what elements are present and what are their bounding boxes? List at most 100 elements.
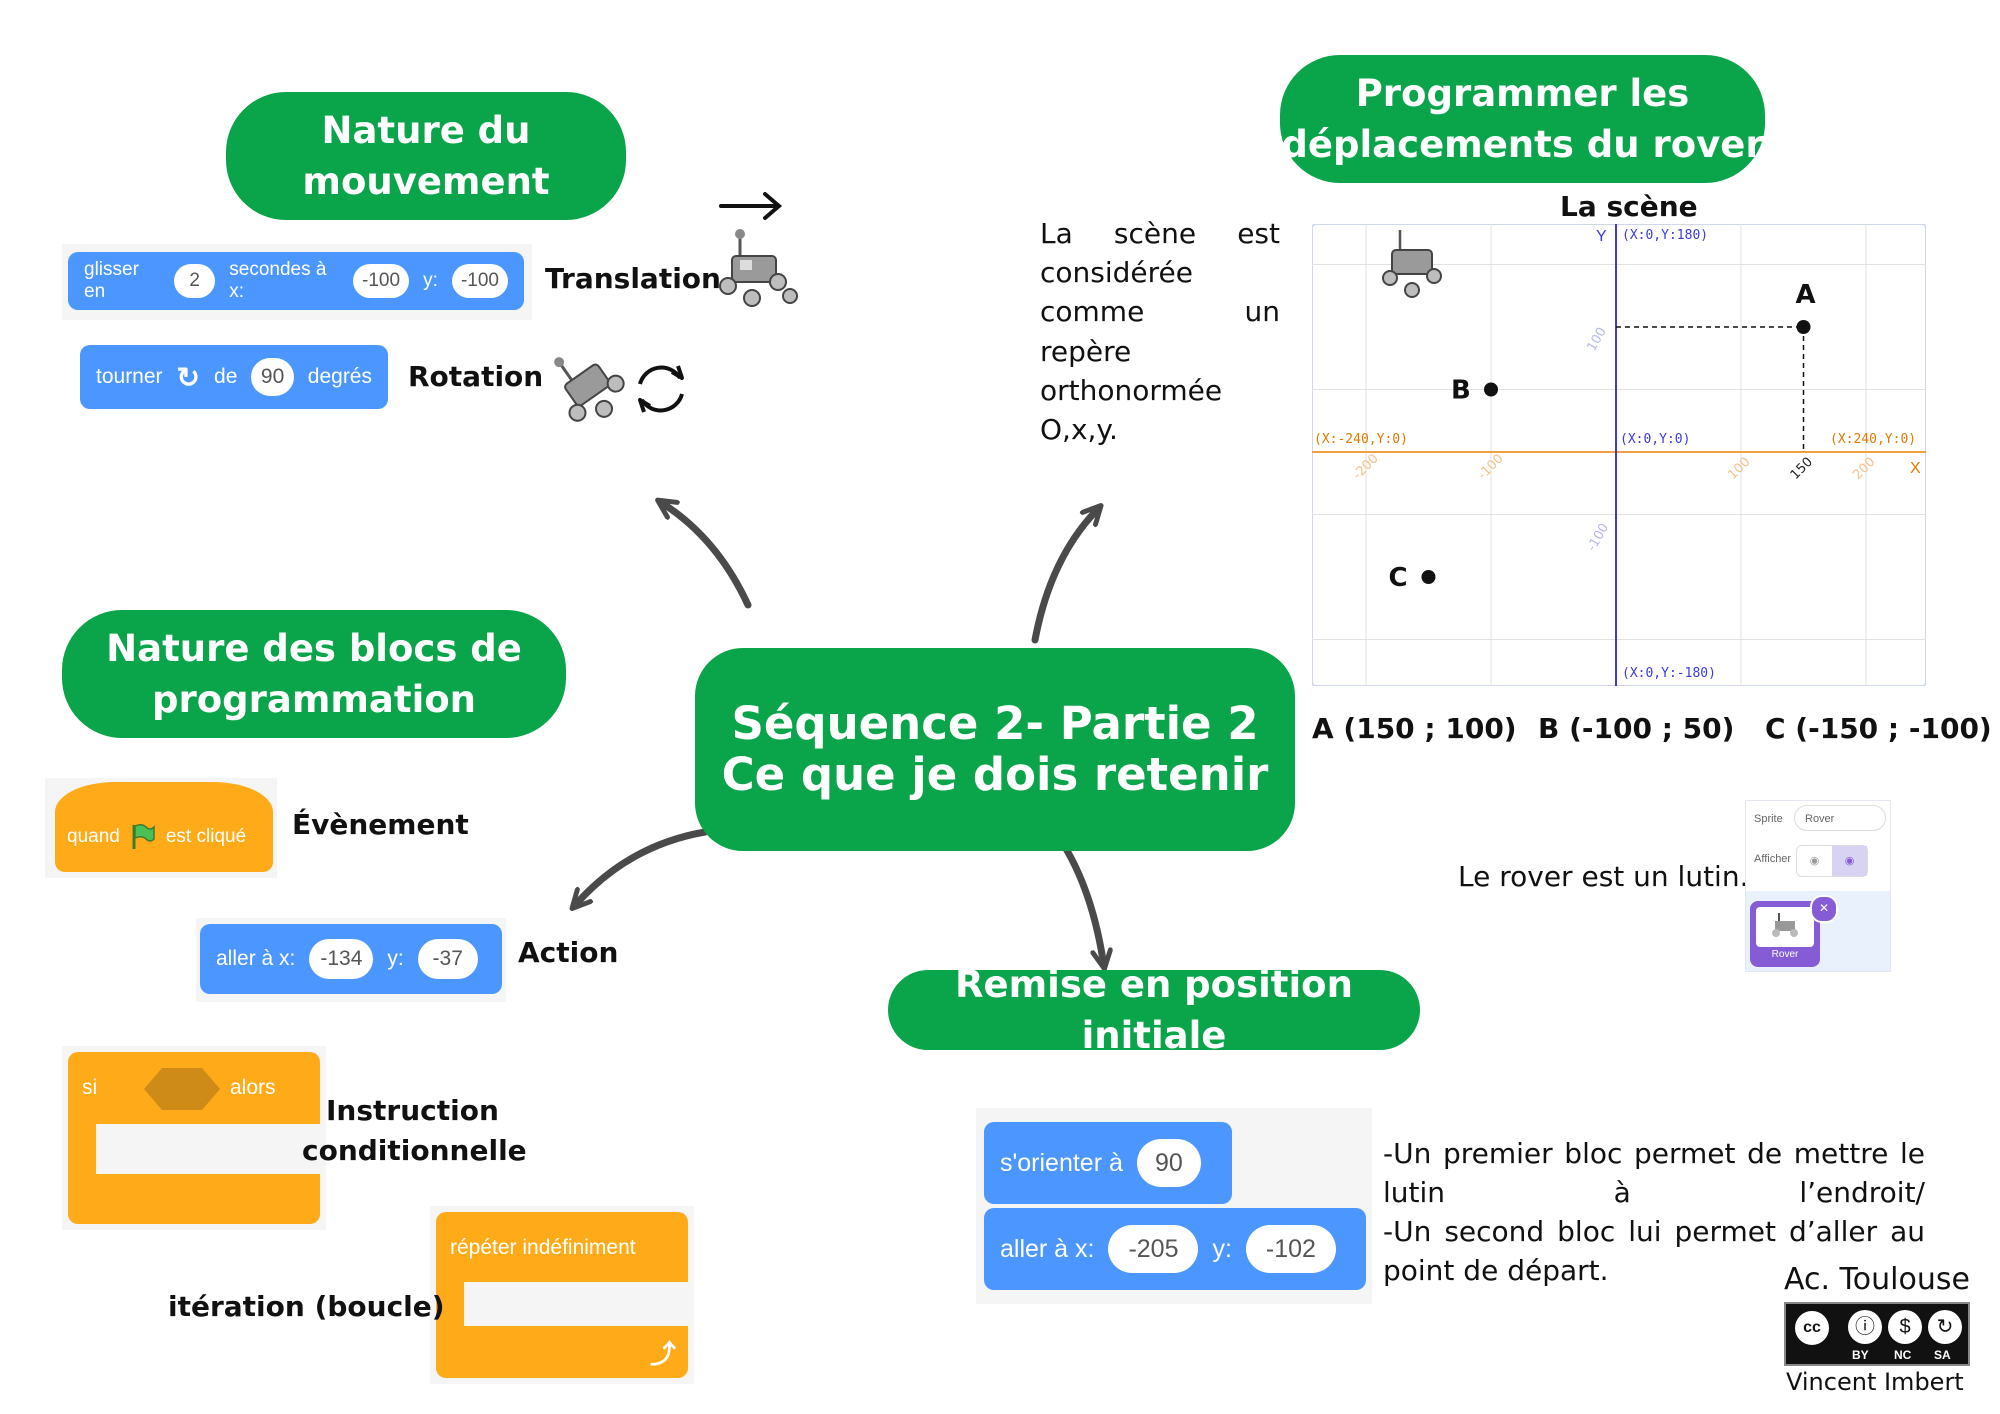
programmer-title: Programmer les déplacements du rover	[1280, 55, 1765, 183]
origin-label: (X:0,Y:0)	[1620, 432, 1691, 447]
goto-y-input[interactable]: -37	[417, 939, 478, 979]
if-block-bottom	[68, 1174, 320, 1224]
sprite-label: Sprite	[1754, 813, 1783, 825]
glide-prefix: glisser en	[84, 259, 139, 302]
institution-credit: Ac. Toulouse	[1784, 1262, 1970, 1297]
remise-goto-y-input[interactable]: -102	[1245, 1225, 1336, 1273]
nc-icon: $	[1888, 1310, 1922, 1344]
repeat-block-top	[436, 1212, 688, 1282]
eye-icon[interactable]: ◉	[1809, 855, 1820, 867]
turn-suffix: degrés	[307, 365, 372, 388]
turn-middle: de	[214, 365, 238, 388]
rotation-label: Rotation	[408, 360, 544, 393]
point-label-c: C	[1389, 563, 1408, 593]
nature-mouvement-line1: Nature du	[321, 108, 531, 152]
loop-arrow-icon: ⤴	[650, 1339, 677, 1369]
programmer-line2: déplacements du rover	[1281, 123, 1764, 166]
event-block[interactable]: quand est cliqué	[55, 782, 273, 872]
right-arrow-icon	[719, 192, 783, 220]
scene-description: La scène est considérée comme un repère …	[1040, 217, 1280, 446]
glide-secs-input[interactable]: 2	[174, 264, 216, 298]
remise-goto-y-label: y:	[1212, 1234, 1232, 1263]
remise-title: Remise en position initiale	[888, 963, 1420, 1057]
turn-block[interactable]: tourner ↻ de 90 degrés	[80, 345, 388, 409]
stage-background	[1312, 224, 1926, 686]
rotate-cycle-icon	[638, 365, 684, 413]
turn-deg-input[interactable]: 90	[251, 358, 294, 396]
goto-block[interactable]: aller à x: -134 y: -37	[200, 924, 502, 994]
if-label-line2: conditionnelle	[302, 1134, 527, 1167]
x-axis-name: X	[1910, 460, 1921, 477]
sprite-name-input[interactable]: Rover	[1794, 805, 1886, 831]
orient-input[interactable]: 90	[1136, 1139, 1201, 1187]
glide-block[interactable]: glisser en 2 secondes à x: -100 y: -100	[68, 252, 524, 310]
repeat-block-arm	[436, 1282, 464, 1326]
condition-slot[interactable]	[142, 1066, 222, 1112]
cc-icon: cc	[1792, 1308, 1832, 1348]
action-label: Action	[518, 936, 619, 969]
sa-icon: ↻	[1928, 1310, 1962, 1344]
arrow-to-mouvement	[665, 505, 752, 609]
glide-middle: secondes à x:	[229, 259, 327, 302]
arrow-to-remise	[1051, 828, 1103, 960]
nature-mouvement-line2: mouvement	[302, 160, 550, 203]
title-line1: Séquence 2- Partie 2	[731, 697, 1259, 751]
repeat-block-bottom	[436, 1326, 688, 1378]
author-credit: Vincent Imbert	[1786, 1368, 1964, 1396]
goto-prefix: aller à x:	[216, 947, 296, 970]
coord-c: C (-150 ; -100)	[1765, 712, 1992, 745]
y-axis-top-label: (X:0,Y:180)	[1622, 228, 1709, 243]
sprite-panel: Sprite Rover Afficher ◉ ◉ Rover ✕	[1745, 800, 1891, 972]
remise-text-1: -Un premier bloc permet de mettre le lut…	[1383, 1137, 1925, 1210]
orient-prefix: s'orienter à	[1000, 1148, 1123, 1177]
rover-icon-translation	[719, 229, 798, 307]
eye-hidden-icon[interactable]: ◉	[1832, 846, 1867, 876]
if-keyword: si	[82, 1076, 98, 1099]
point-a	[1796, 320, 1811, 334]
point-label-a: A	[1796, 280, 1816, 310]
goto-y-label: y:	[387, 947, 404, 970]
turn-prefix: tourner	[96, 365, 163, 388]
point-b	[1484, 382, 1498, 397]
rover-thumb-icon	[1772, 913, 1798, 937]
programmer-line1: Programmer les	[1355, 71, 1690, 115]
event-suffix: est cliqué	[165, 826, 247, 847]
remise-goto-block[interactable]: aller à x: -205 y: -102	[984, 1208, 1366, 1290]
thumbnail-label: Rover	[1771, 949, 1799, 960]
then-keyword: alors	[230, 1076, 276, 1099]
x-axis-right-label: (X:240,Y:0)	[1830, 432, 1917, 447]
y-axis-name: Y	[1596, 228, 1607, 245]
event-prefix: quand	[67, 826, 120, 847]
remise-title-text: Remise en position initiale	[955, 962, 1353, 1057]
delete-sprite-icon[interactable]: ✕	[1810, 895, 1838, 923]
scene-title: La scène	[1560, 190, 1698, 223]
license-by: BY	[1852, 1348, 1869, 1362]
event-label: Évènement	[292, 808, 469, 841]
repeat-block[interactable]: répéter indéfiniment ⤴	[436, 1212, 688, 1378]
nature-blocs-title: Nature des blocs de programmation	[62, 610, 566, 738]
show-toggle[interactable]: ◉ ◉	[1796, 845, 1868, 877]
if-block-arm	[68, 1124, 96, 1174]
nature-mouvement-title: Nature du mouvement	[226, 92, 626, 220]
license-sa: SA	[1934, 1348, 1951, 1362]
glide-x-input[interactable]: -100	[352, 264, 410, 298]
glide-y-input[interactable]: -100	[451, 264, 509, 298]
coord-a: A (150 ; 100)	[1312, 712, 1517, 745]
orient-block[interactable]: s'orienter à 90	[984, 1122, 1232, 1204]
arrow-to-blocs	[578, 828, 709, 902]
repeat-keyword: répéter indéfiniment	[450, 1236, 636, 1259]
sprite-thumbnail[interactable]: Rover	[1750, 901, 1820, 967]
stage-rover	[1382, 230, 1442, 298]
x-axis-left-label: (X:-240,Y:0)	[1314, 432, 1408, 447]
remise-goto-prefix: aller à x:	[1000, 1234, 1095, 1263]
repeat-label: itération (boucle)	[168, 1290, 445, 1323]
nature-blocs-line1: Nature des blocs de	[106, 626, 522, 670]
arrow-to-programmer	[1031, 512, 1095, 644]
point-c	[1421, 570, 1436, 584]
if-block[interactable]: si alors	[68, 1052, 320, 1224]
goto-x-input[interactable]: -134	[309, 939, 374, 979]
remise-goto-x-input[interactable]: -205	[1108, 1225, 1199, 1273]
glide-y-label: y:	[423, 270, 438, 291]
point-label-b: B	[1451, 376, 1471, 406]
